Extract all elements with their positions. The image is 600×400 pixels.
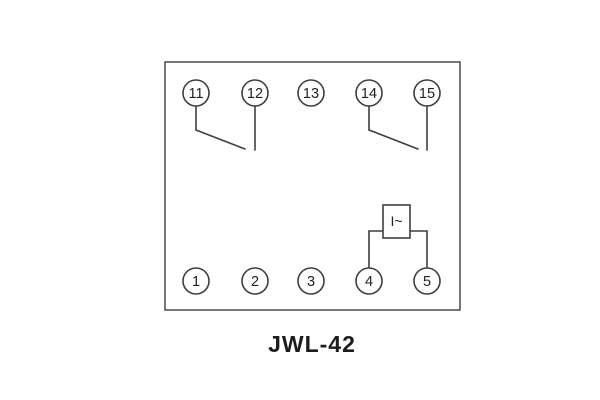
terminal-12: 12: [241, 79, 269, 107]
coil-box: [382, 204, 411, 239]
terminal-2: 2: [241, 267, 269, 295]
terminal-13: 13: [297, 79, 325, 107]
terminal-11-label: 11: [188, 86, 203, 102]
terminal-14: 14: [355, 79, 383, 107]
contact-switch-14-15: [368, 105, 428, 151]
terminal-2-label: 2: [251, 274, 259, 290]
terminal-4-label: 4: [365, 274, 373, 290]
terminal-1-label: 1: [192, 274, 200, 290]
terminal-4: 4: [355, 267, 383, 295]
terminal-11: 11: [182, 79, 210, 107]
diagram-title: JWL-42: [268, 331, 356, 357]
terminal-12-label: 12: [247, 86, 263, 102]
contact-switch-11-12: [195, 105, 256, 151]
terminal-3-label: 3: [307, 274, 315, 290]
current-coil: I~: [368, 204, 428, 268]
terminal-1: 1: [182, 267, 210, 295]
terminal-5-label: 5: [423, 274, 431, 290]
terminal-15: 15: [413, 79, 441, 107]
coil-label: I~: [390, 213, 402, 229]
terminal-5: 5: [413, 267, 441, 295]
terminal-15-label: 15: [419, 86, 435, 102]
terminal-13-label: 13: [303, 86, 319, 102]
relay-body-outline: [164, 61, 461, 311]
terminal-14-label: 14: [361, 86, 377, 102]
terminal-3: 3: [297, 267, 325, 295]
